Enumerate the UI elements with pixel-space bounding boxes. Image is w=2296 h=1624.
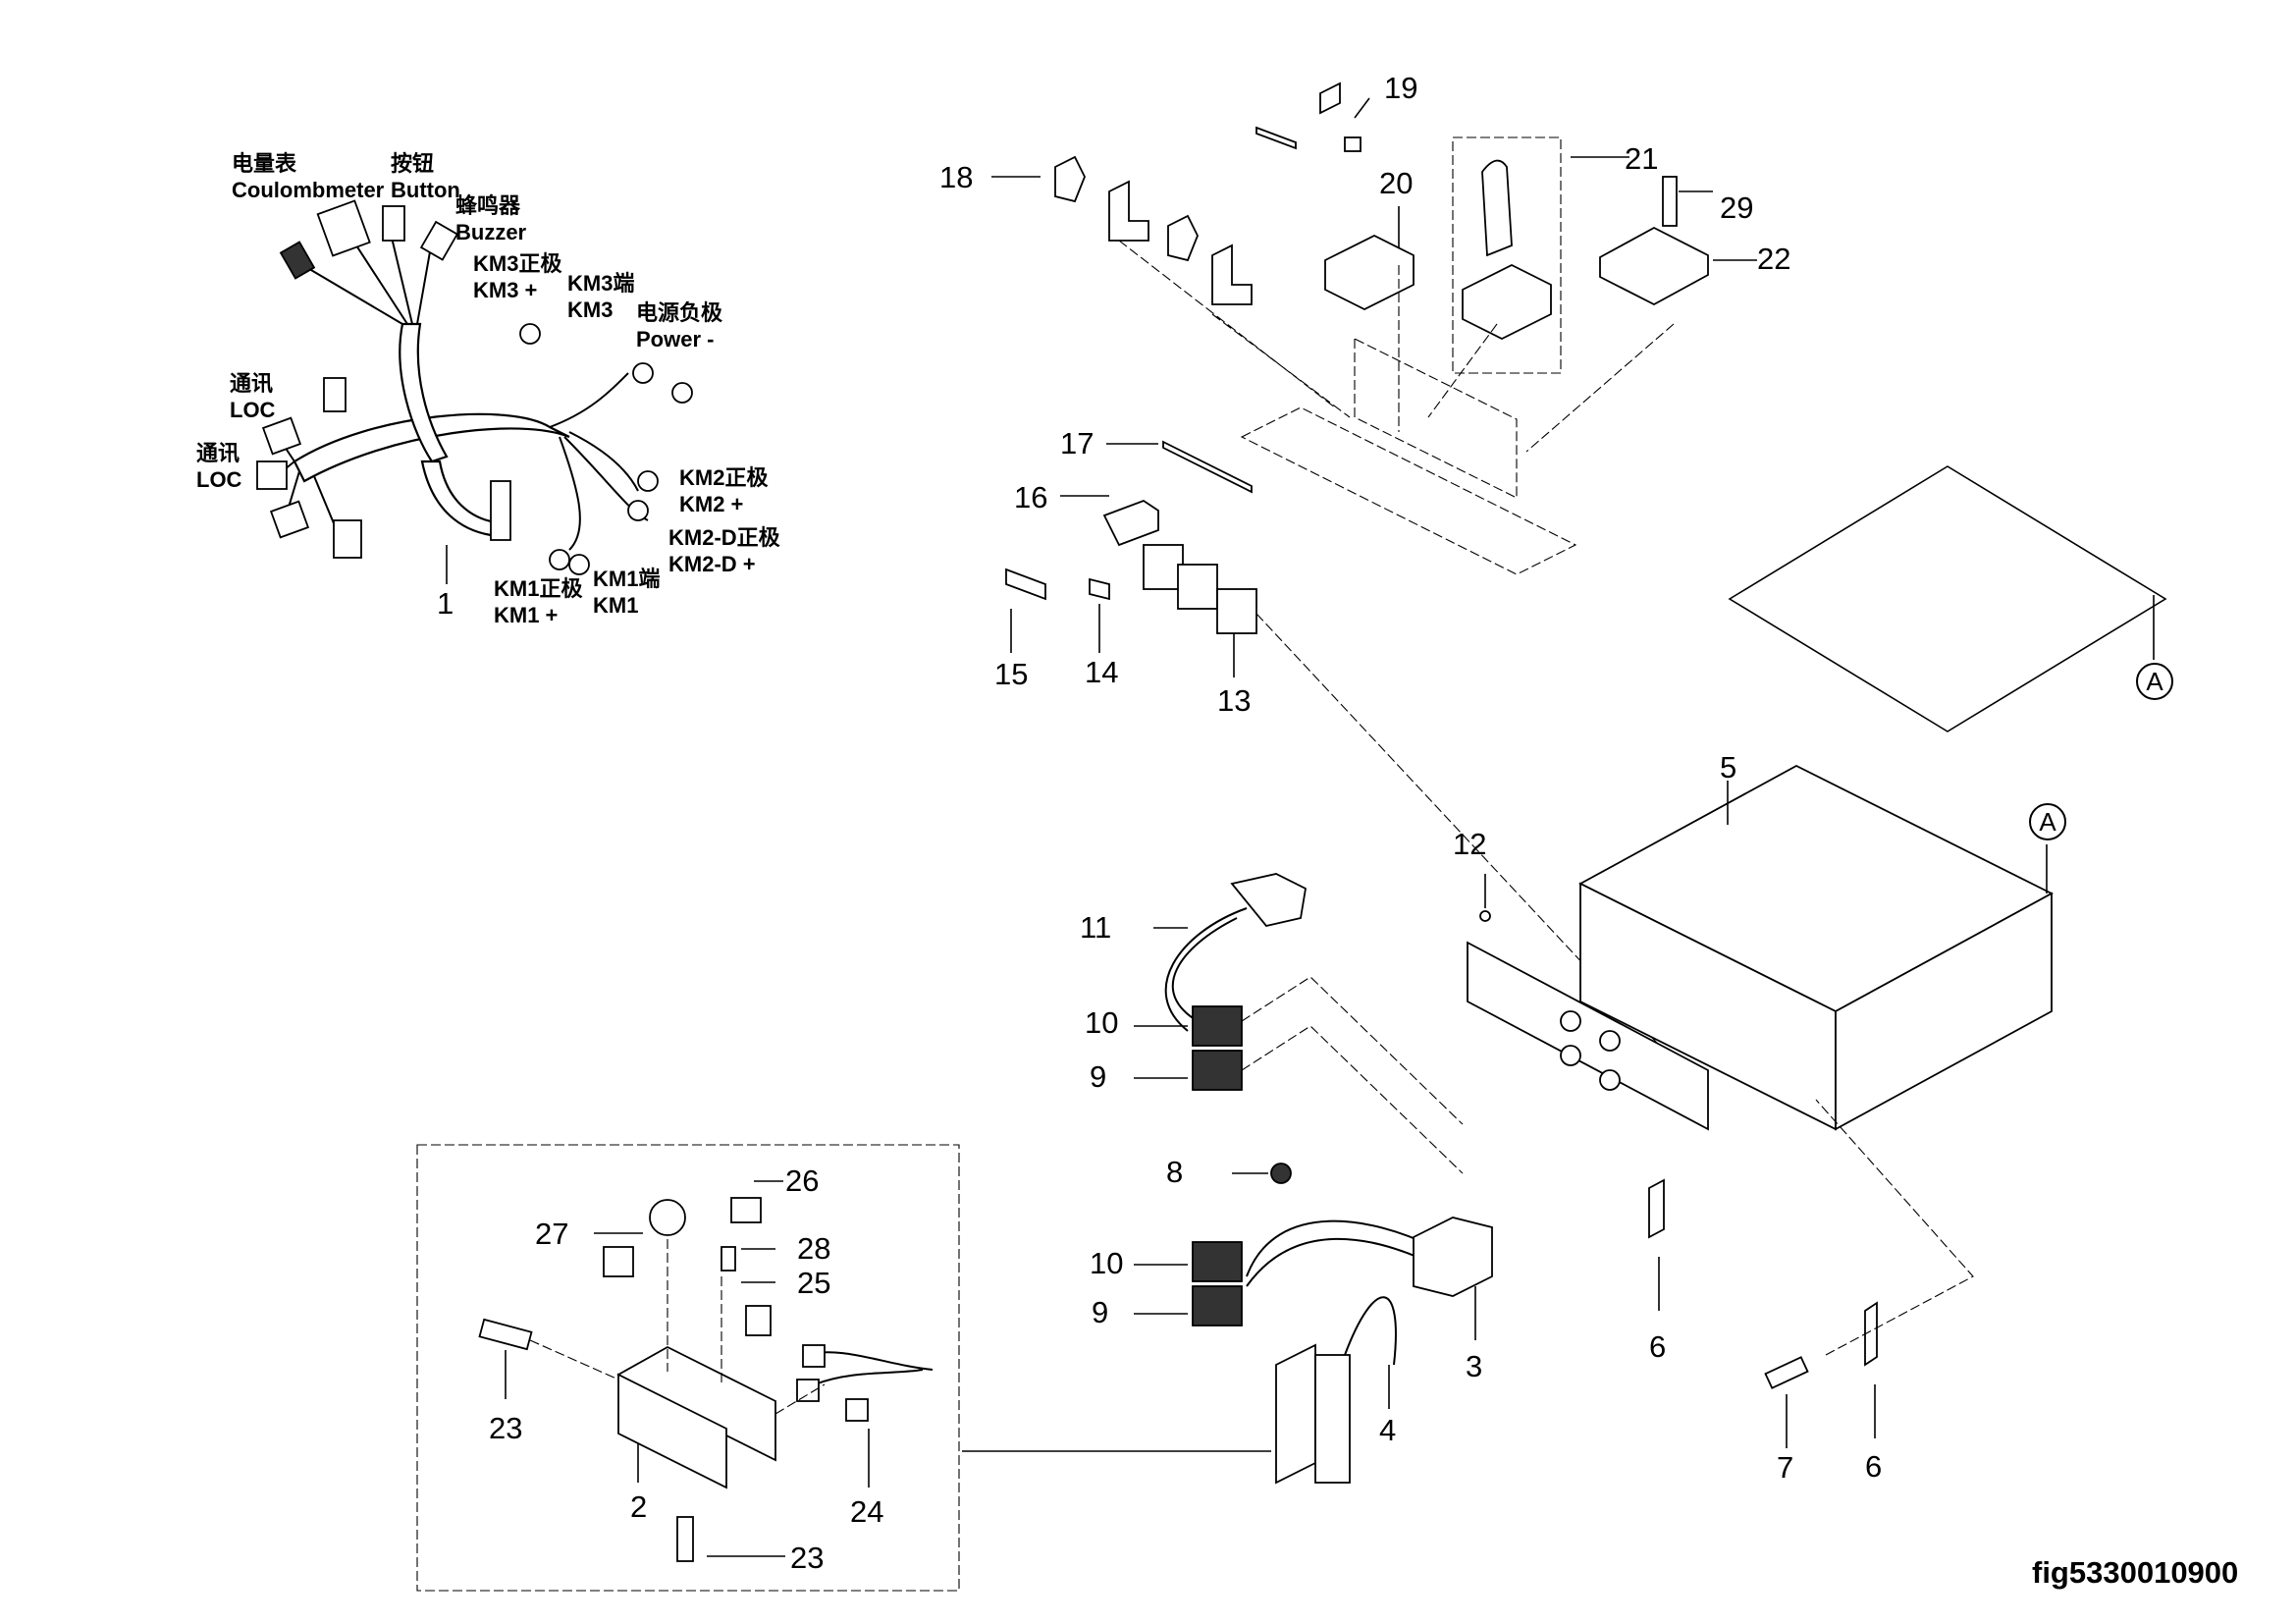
front-plate bbox=[1467, 874, 1709, 1131]
item-number-23-bottom: 23 bbox=[790, 1541, 825, 1575]
item-number-23-left: 23 bbox=[489, 1411, 523, 1445]
item-number-20: 20 bbox=[1379, 166, 1414, 200]
reference-marker-a-cover: A bbox=[2136, 663, 2173, 700]
reference-marker-a-box: A bbox=[2029, 803, 2066, 840]
item-number-18: 18 bbox=[939, 160, 974, 194]
control-components bbox=[991, 81, 1757, 1056]
callout-loc-1: 通讯 LOC bbox=[230, 371, 276, 422]
callout-coulombmeter: 电量表 Coulombmeter bbox=[232, 151, 385, 202]
callout-km1-positive: KM1正极 KM1 + bbox=[494, 576, 583, 627]
figure-id: fig5330010900 bbox=[2032, 1555, 2239, 1590]
item-number-24: 24 bbox=[850, 1494, 884, 1529]
callout-buzzer: 蜂鸣器 Buzzer bbox=[455, 193, 527, 244]
item-number-9-lower: 9 bbox=[1092, 1295, 1109, 1329]
lower-cable-connectors bbox=[962, 1099, 1974, 1485]
item-number-25: 25 bbox=[797, 1266, 831, 1300]
item-number-2: 2 bbox=[630, 1489, 648, 1524]
cover-plate bbox=[1728, 465, 2167, 732]
item-number-26: 26 bbox=[785, 1164, 820, 1198]
item-number-7: 7 bbox=[1777, 1450, 1794, 1485]
button-module-subassembly bbox=[416, 1144, 960, 1592]
callout-km1-terminal: KM1端 KM1 bbox=[593, 567, 661, 618]
item-number-28: 28 bbox=[797, 1231, 831, 1266]
item-number-8: 8 bbox=[1166, 1155, 1184, 1189]
item-number-11: 11 bbox=[1080, 910, 1112, 945]
item-number-9-upper: 9 bbox=[1090, 1059, 1107, 1094]
item-number-14: 14 bbox=[1085, 655, 1119, 689]
callout-km3-positive: KM3正极 KM3 + bbox=[473, 251, 562, 302]
item-number-3: 3 bbox=[1466, 1349, 1483, 1383]
upper-cable-connectors bbox=[1134, 873, 1464, 1184]
item-number-1: 1 bbox=[437, 586, 454, 621]
item-number-13: 13 bbox=[1217, 683, 1252, 718]
battery-box bbox=[1578, 764, 2054, 1131]
callout-button: 按钮 Button bbox=[391, 151, 460, 202]
item-number-4: 4 bbox=[1379, 1413, 1397, 1447]
item-number-6-upper: 6 bbox=[1649, 1329, 1667, 1364]
item-number-16: 16 bbox=[1014, 480, 1048, 514]
item-number-27: 27 bbox=[535, 1217, 569, 1251]
item-number-19: 19 bbox=[1384, 71, 1418, 105]
item-number-12: 12 bbox=[1453, 827, 1487, 861]
item-number-21: 21 bbox=[1625, 141, 1659, 176]
item-number-29: 29 bbox=[1720, 190, 1754, 225]
item-number-6-lower: 6 bbox=[1865, 1449, 1883, 1484]
item-number-15: 15 bbox=[994, 657, 1029, 691]
item-number-10-upper: 10 bbox=[1085, 1005, 1119, 1040]
item-number-17: 17 bbox=[1060, 426, 1095, 460]
item-number-22: 22 bbox=[1757, 242, 1791, 276]
callout-km2-positive: KM2正极 KM2 + bbox=[679, 465, 769, 516]
callout-loc-2: 通讯 LOC bbox=[196, 441, 242, 492]
callout-km3-terminal: KM3端 KM3 bbox=[567, 271, 635, 322]
item-number-5: 5 bbox=[1720, 750, 1737, 785]
item-number-10-lower: 10 bbox=[1090, 1246, 1124, 1280]
wiring-harness bbox=[256, 199, 693, 584]
callout-power-negative: 电源负极 Power - bbox=[636, 300, 723, 352]
callout-km2d-positive: KM2-D正极 KM2-D + bbox=[668, 525, 780, 576]
